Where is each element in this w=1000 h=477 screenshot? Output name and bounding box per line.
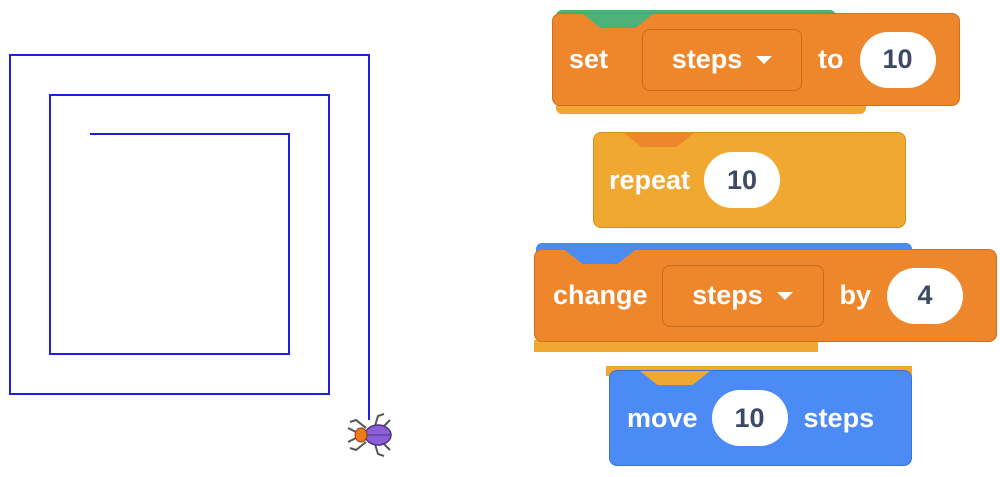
- repeat-block[interactable]: repeat 10: [593, 132, 906, 228]
- set-label: set: [569, 44, 609, 74]
- variable-dropdown[interactable]: steps: [642, 28, 803, 91]
- by-label: by: [839, 280, 872, 310]
- motion-block-edge: [536, 243, 912, 253]
- control-block-edge-2: [534, 340, 818, 352]
- beetle-icon[interactable]: [347, 413, 392, 457]
- variable-name: steps: [671, 44, 743, 74]
- repeat-count-input[interactable]: 10: [704, 152, 781, 208]
- stage: [9, 54, 392, 457]
- dropdown-arrow-icon: [756, 55, 773, 64]
- steps-label: steps: [803, 402, 875, 433]
- move-steps-block[interactable]: move 10 steps: [609, 370, 912, 466]
- set-value-input[interactable]: 10: [859, 31, 936, 88]
- pen-spiral-path: [9, 54, 370, 420]
- dropdown-arrow-icon: [776, 291, 793, 300]
- change-value-input[interactable]: 4: [887, 267, 964, 324]
- move-steps-input[interactable]: 10: [711, 390, 788, 446]
- change-variable-block[interactable]: change steps by 4: [534, 249, 997, 342]
- variable-name: steps: [692, 280, 763, 310]
- repeat-label: repeat: [609, 164, 691, 195]
- set-variable-block[interactable]: set steps to 10: [552, 13, 960, 106]
- variable-dropdown-2[interactable]: steps: [661, 264, 824, 327]
- change-label: change: [553, 280, 648, 310]
- to-label: to: [818, 44, 844, 74]
- move-label: move: [627, 402, 698, 433]
